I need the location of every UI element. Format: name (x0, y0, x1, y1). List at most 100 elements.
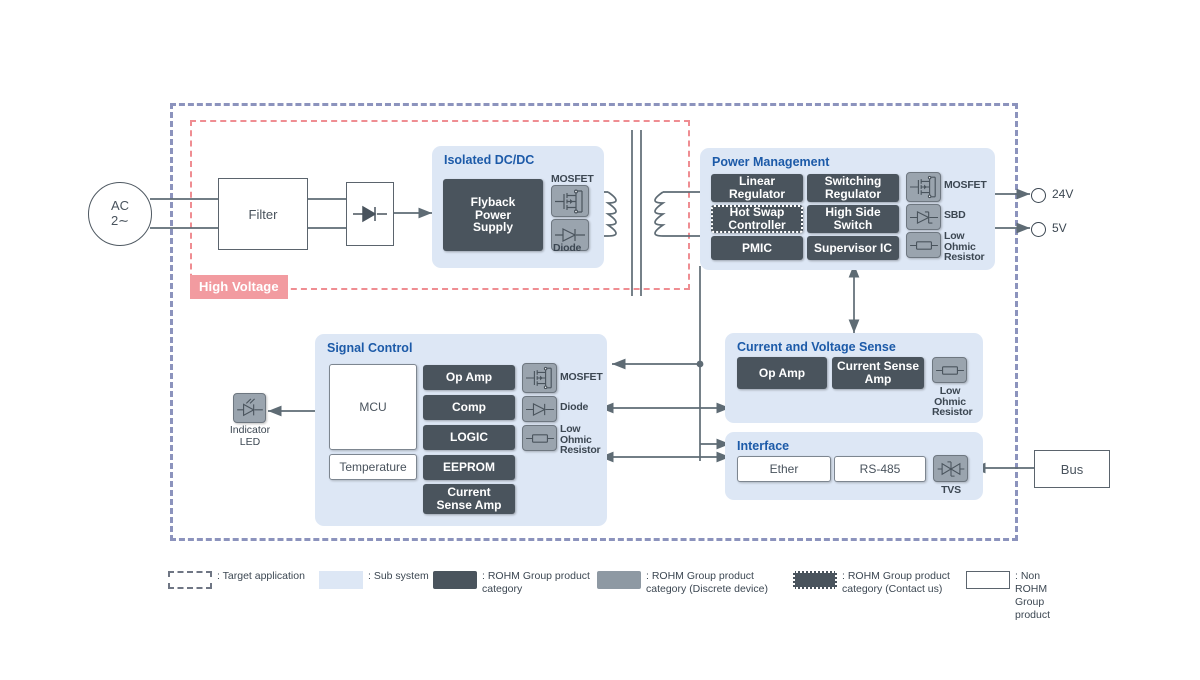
high-voltage-frame (190, 120, 690, 290)
legend-label: : ROHM Group product category (Discrete … (646, 570, 768, 596)
discrete-label-mosfet-dcdc: MOSFET (551, 173, 594, 185)
output-terminal-5v[interactable] (1031, 222, 1046, 237)
block-comp[interactable]: Comp (423, 395, 515, 420)
output-terminal-24v[interactable] (1031, 188, 1046, 203)
block-flyback-power-supply[interactable]: Flyback Power Supply (443, 179, 543, 251)
ac-source-line2: 2∼ (110, 213, 130, 228)
legend-swatch-non-rohm (966, 571, 1010, 589)
block-high-side-switch[interactable]: High Side Switch (807, 205, 899, 233)
indicator-led[interactable] (233, 393, 266, 423)
resistor-icon (935, 365, 964, 375)
block-label: LOGIC (450, 430, 488, 445)
legend-item-rohm-category: : ROHM Group product category (433, 570, 590, 596)
legend-item-non-rohm: : Non ROHM Group product (966, 570, 1068, 623)
discrete-mosfet-dcdc[interactable] (551, 185, 589, 217)
block-supervisor-ic[interactable]: Supervisor IC (807, 236, 899, 260)
diode-icon (555, 228, 585, 242)
legend-label: : ROHM Group product category (Contact u… (842, 570, 950, 596)
block-ether[interactable]: Ether (737, 456, 831, 482)
ac-source: AC 2∼ (88, 182, 152, 246)
ac-source-line1: AC (110, 198, 130, 214)
filter-block[interactable]: Filter (218, 178, 308, 250)
mosfet-icon (909, 175, 936, 199)
bus-label: Bus (1060, 461, 1084, 477)
discrete-diode-dcdc[interactable] (551, 219, 589, 251)
resistor-icon (909, 240, 938, 250)
discrete-label-diode-signal: Diode (560, 401, 589, 413)
bus-block[interactable]: Bus (1034, 450, 1110, 488)
tvs-icon (937, 460, 964, 477)
section-title-isolated-dcdc: Isolated DC/DC (444, 153, 535, 167)
discrete-tvs[interactable] (933, 455, 968, 482)
block-label: Current Sense Amp (436, 485, 502, 512)
discrete-mosfet-signal[interactable] (522, 363, 557, 393)
legend-label: : Non ROHM Group product (1015, 570, 1051, 622)
block-label: Hot Swap Controller (728, 205, 786, 232)
section-title-interface: Interface (737, 439, 790, 453)
block-label: EEPROM (442, 460, 495, 475)
discrete-diode-signal[interactable] (522, 396, 557, 422)
legend-item-sub-system: : Sub system (319, 570, 429, 589)
block-label: Temperature (339, 459, 407, 474)
block-label: RS-485 (859, 461, 901, 476)
discrete-low-ohmic-resistor-sense[interactable] (932, 357, 967, 383)
legend-swatch-rohm-category (433, 571, 477, 589)
filter-label: Filter (248, 206, 278, 222)
block-pmic[interactable]: PMIC (711, 236, 803, 260)
mosfet-icon (555, 189, 583, 214)
block-current-sense-amp-sense[interactable]: Current Sense Amp (832, 357, 924, 389)
rectifier-block[interactable] (346, 182, 394, 246)
indicator-led-label: Indicator LED (229, 424, 271, 448)
block-op-amp-signal[interactable]: Op Amp (423, 365, 515, 390)
block-label: Flyback Power Supply (470, 194, 516, 235)
section-title-current-voltage-sense: Current and Voltage Sense (737, 340, 896, 354)
legend-item-rohm-category-contact: : ROHM Group product category (Contact u… (793, 570, 950, 596)
block-rs485[interactable]: RS-485 (834, 456, 926, 482)
block-current-sense-amp-signal[interactable]: Current Sense Amp (423, 484, 515, 514)
discrete-low-ohmic-resistor-pm[interactable] (906, 232, 941, 258)
block-label: Switching Regulator (824, 174, 882, 201)
discrete-label-sbd-pm: SBD (944, 209, 966, 221)
discrete-mosfet-pm[interactable] (906, 172, 941, 202)
legend-swatch-rohm-category-discrete (597, 571, 641, 589)
target-application-frame (170, 103, 1018, 541)
discrete-label-diode-dcdc: Diode (553, 242, 582, 254)
legend-label: : Target application (217, 570, 305, 582)
high-voltage-label: High Voltage (190, 275, 288, 299)
legend-swatch-rohm-category-contact (793, 571, 837, 589)
mosfet-icon (525, 366, 552, 390)
output-label-5v: 5V (1052, 221, 1067, 235)
section-title-signal-control: Signal Control (327, 341, 413, 355)
discrete-label-mosfet-pm: MOSFET (944, 179, 987, 191)
block-switching-regulator[interactable]: Switching Regulator (807, 174, 899, 202)
block-op-amp-sense[interactable]: Op Amp (737, 357, 827, 389)
block-temperature[interactable]: Temperature (329, 454, 417, 480)
block-hot-swap-controller[interactable]: Hot Swap Controller (711, 205, 803, 233)
block-label: Comp (452, 400, 486, 415)
led-icon (236, 398, 263, 417)
legend-label: : ROHM Group product category (482, 570, 590, 596)
legend-swatch-sub-system (319, 571, 363, 589)
block-label: Linear Regulator (728, 174, 785, 201)
legend-label: : Sub system (368, 570, 429, 582)
discrete-label-low-ohmic-resistor-pm: Low Ohmic Resistor (944, 230, 985, 264)
block-logic[interactable]: LOGIC (423, 425, 515, 450)
block-label: Supervisor IC (813, 240, 893, 255)
block-mcu[interactable]: MCU (329, 364, 417, 450)
discrete-sbd-pm[interactable] (906, 204, 941, 230)
block-eeprom[interactable]: EEPROM (423, 455, 515, 480)
legend-swatch-target-application (168, 571, 212, 589)
discrete-low-ohmic-resistor-signal[interactable] (522, 425, 557, 451)
block-label: Op Amp (445, 370, 493, 385)
block-linear-regulator[interactable]: Linear Regulator (711, 174, 803, 202)
section-title-power-management: Power Management (712, 155, 830, 169)
output-label-24v: 24V (1052, 187, 1074, 201)
block-label: Current Sense Amp (836, 359, 920, 386)
discrete-label-low-ohmic-resistor-sense: Low Ohmic Resistor (932, 385, 973, 419)
legend: : Target application : Sub system : ROHM… (168, 570, 1068, 621)
block-label: MCU (359, 399, 387, 414)
resistor-icon (525, 433, 554, 443)
discrete-label-low-ohmic-resistor-signal: Low Ohmic Resistor (560, 423, 601, 457)
legend-item-target-application: : Target application (168, 570, 305, 589)
legend-item-rohm-category-discrete: : ROHM Group product category (Discrete … (597, 570, 768, 596)
